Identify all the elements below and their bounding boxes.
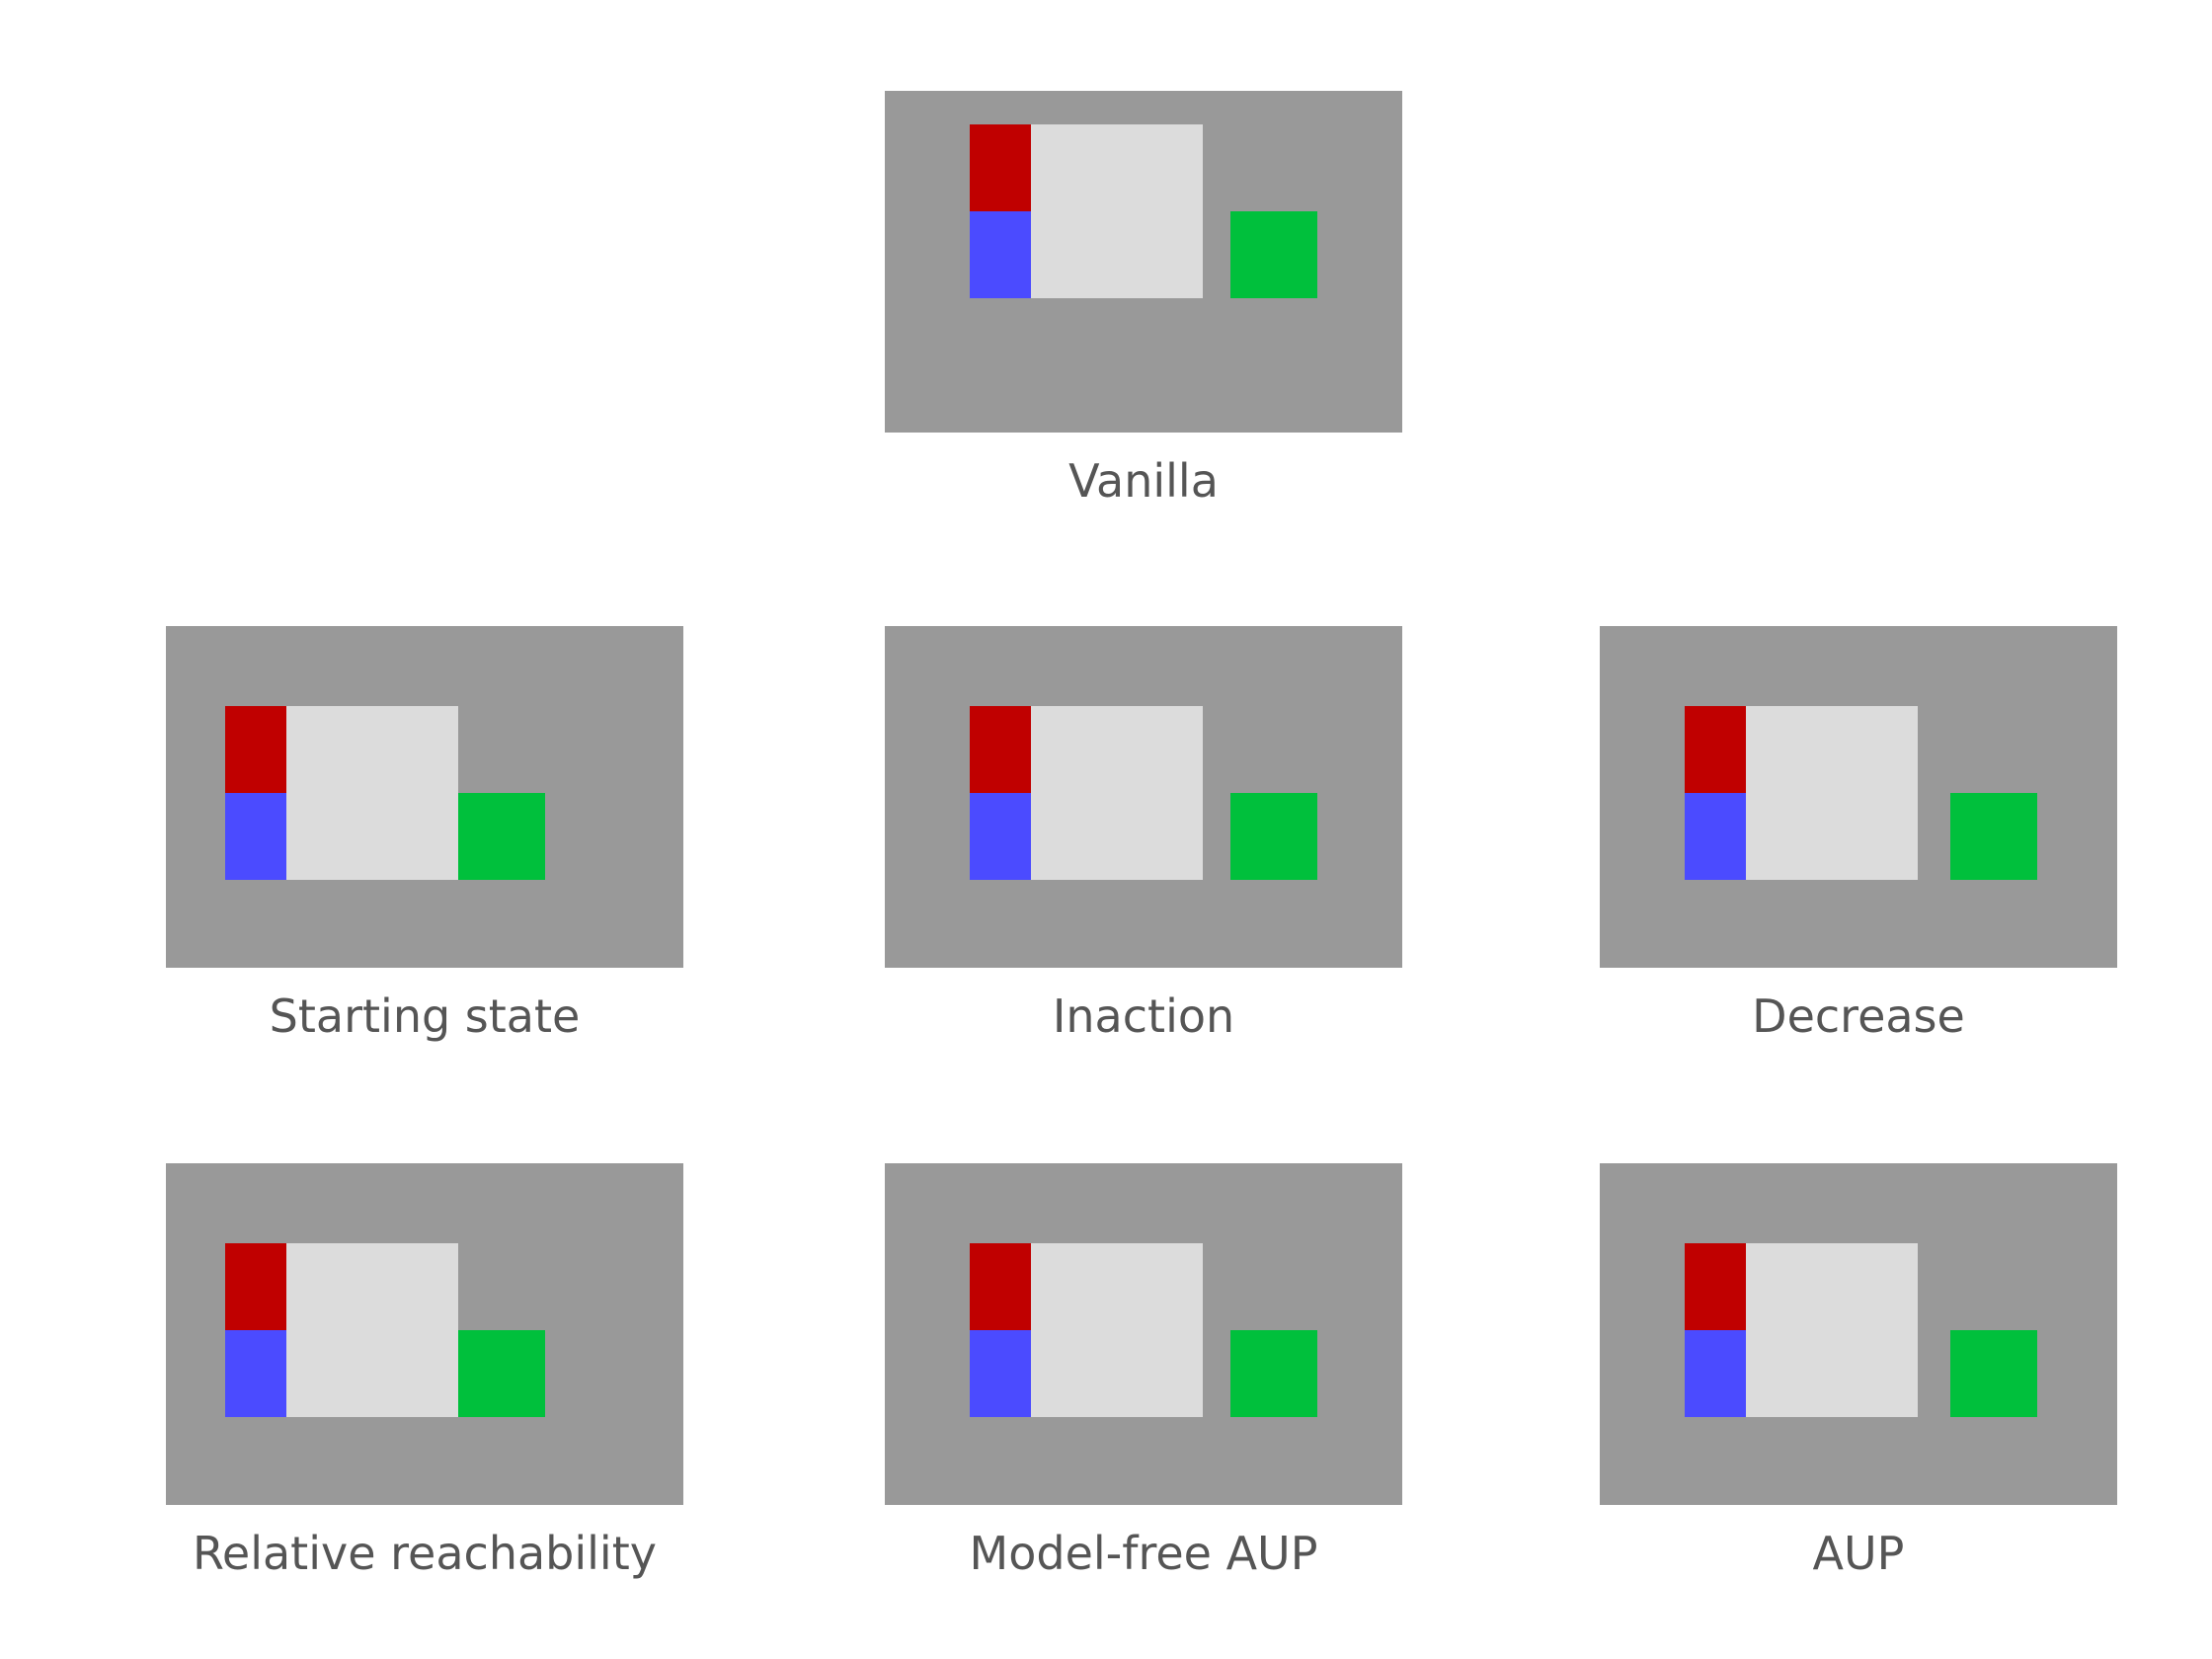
blue-block — [970, 1330, 1031, 1417]
gray-box — [1031, 706, 1203, 880]
gridworld-cell-decrease: Decrease — [1600, 626, 2117, 1039]
gridworld-panel-vanilla — [885, 91, 1402, 433]
blue-block — [225, 1330, 286, 1417]
blue-block — [1685, 793, 1746, 880]
panel-caption-relative-reachability: Relative reachability — [193, 1527, 657, 1580]
gridworld-cell-model-free-aup: Model-free AUP — [885, 1163, 1402, 1576]
gray-box — [1031, 124, 1203, 298]
green-goal — [1950, 793, 2037, 880]
gray-box — [286, 706, 458, 880]
gridworld-cell-vanilla: Vanilla — [885, 91, 1402, 504]
panel-caption-decrease: Decrease — [1752, 989, 1965, 1043]
green-goal — [1230, 793, 1317, 880]
red-block — [970, 124, 1031, 211]
blue-block — [1685, 1330, 1746, 1417]
gridworld-panel-inaction — [885, 626, 1402, 968]
gridworld-cell-inaction: Inaction — [885, 626, 1402, 1039]
gridworld-panel-model-free-aup — [885, 1163, 1402, 1505]
panel-caption-starting-state: Starting state — [269, 989, 581, 1043]
panel-caption-inaction: Inaction — [1052, 989, 1235, 1043]
gridworld-panel-aup — [1600, 1163, 2117, 1505]
green-goal — [1230, 1330, 1317, 1417]
panel-caption-model-free-aup: Model-free AUP — [969, 1527, 1318, 1580]
blue-block — [225, 793, 286, 880]
gridworld-panel-starting-state — [166, 626, 683, 968]
green-goal — [458, 793, 545, 880]
gray-box — [1031, 1243, 1203, 1417]
red-block — [1685, 1243, 1746, 1330]
red-block — [225, 706, 286, 793]
red-block — [225, 1243, 286, 1330]
gridworld-panel-decrease — [1600, 626, 2117, 968]
green-goal — [1230, 211, 1317, 298]
green-goal — [1950, 1330, 2037, 1417]
gridworld-panel-relative-reachability — [166, 1163, 683, 1505]
green-goal — [458, 1330, 545, 1417]
gray-box — [1746, 706, 1918, 880]
red-block — [1685, 706, 1746, 793]
red-block — [970, 1243, 1031, 1330]
blue-block — [970, 211, 1031, 298]
gray-box — [1746, 1243, 1918, 1417]
gridworld-cell-aup: AUP — [1600, 1163, 2117, 1576]
gray-box — [286, 1243, 458, 1417]
panel-caption-vanilla: Vanilla — [1068, 454, 1219, 508]
panel-caption-aup: AUP — [1812, 1527, 1905, 1580]
gridworld-cell-relative-reachability: Relative reachability — [166, 1163, 683, 1576]
gridworld-cell-starting-state: Starting state — [166, 626, 683, 1039]
blue-block — [970, 793, 1031, 880]
red-block — [970, 706, 1031, 793]
